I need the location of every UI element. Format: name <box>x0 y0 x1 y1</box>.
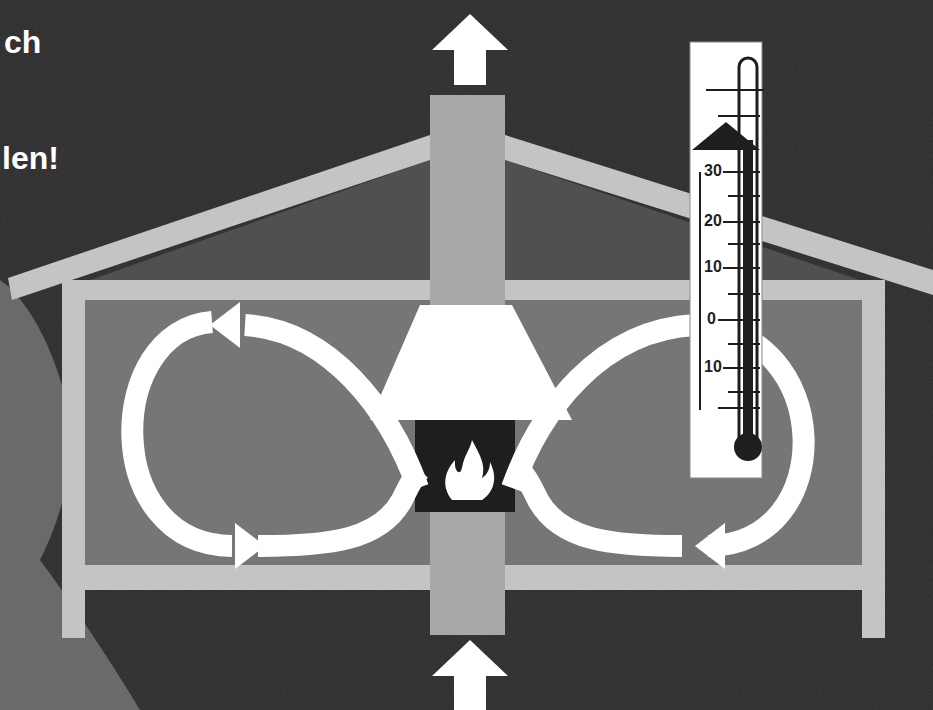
flow-right-return <box>520 470 682 546</box>
intake-arrow <box>432 640 508 710</box>
arrowhead-right-bottom <box>695 523 725 569</box>
thermometer-body <box>690 42 762 478</box>
arrowhead-left-bottom <box>235 523 265 569</box>
scale-number: 10 <box>703 259 723 275</box>
thermometer-bulb <box>734 433 762 461</box>
flow-left-loop <box>132 322 232 546</box>
scale-number: 20 <box>703 213 723 229</box>
scale-number: 30 <box>703 163 723 179</box>
fireplace-hood <box>370 305 572 420</box>
flame <box>445 440 494 500</box>
exhaust-arrow <box>432 14 508 85</box>
firebox <box>415 420 515 512</box>
flow-right-up <box>512 325 695 488</box>
flow-left-return <box>258 470 420 546</box>
headline-fragment: len! <box>2 142 59 174</box>
thermometer-scale-line <box>699 172 701 410</box>
thermometer-mercury <box>743 140 753 440</box>
roof-left <box>8 135 430 300</box>
scale-number: 0 <box>706 311 717 327</box>
arrowhead-left-top <box>210 302 240 348</box>
flow-left-up <box>245 325 418 488</box>
scale-number: 10 <box>703 359 723 375</box>
headline-fragment: ch <box>4 26 41 58</box>
thermometer-pointer <box>692 122 760 150</box>
